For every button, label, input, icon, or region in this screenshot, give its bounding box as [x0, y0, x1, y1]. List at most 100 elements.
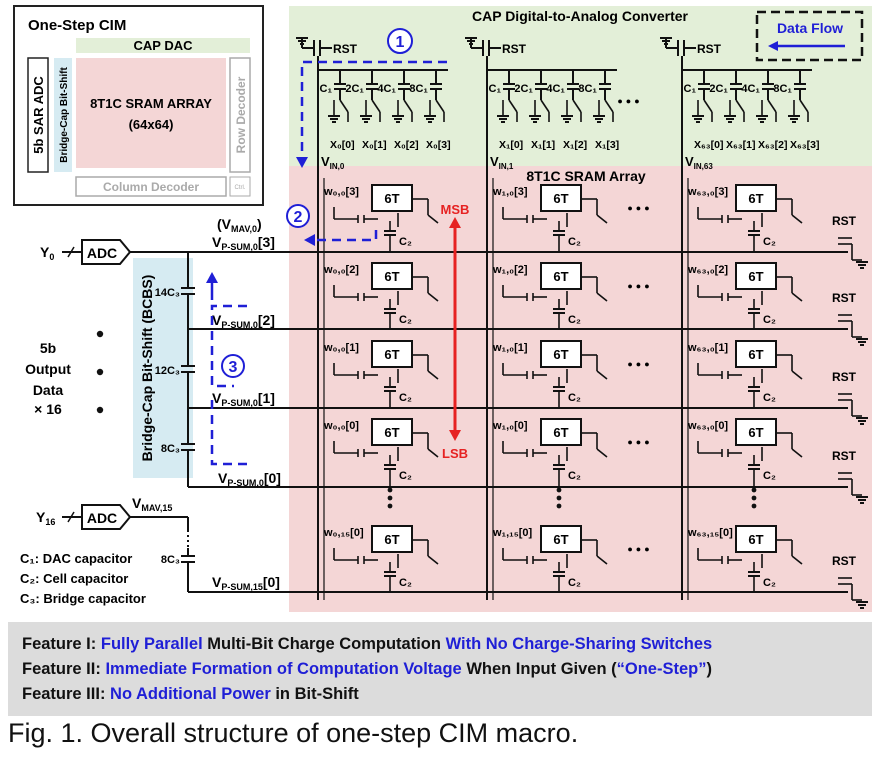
dac-cap-label: 8C₁ [578, 83, 597, 95]
overview-title: One-Step CIM [28, 17, 126, 34]
overview-ctrl: Ctrl. [235, 185, 246, 191]
dac-input-label: X₀[1] [362, 139, 387, 151]
dac-cap-label: 2C₁ [345, 83, 364, 95]
cell-cap-label: C₂ [763, 314, 776, 326]
weight-label: w₁,₀[2] [492, 264, 528, 276]
overview-cap-dac: CAP DAC [134, 38, 194, 53]
legend-c2: C₂: Cell capacitor [20, 571, 128, 586]
sram-cell: 6T w₆₃,₀[3] C₂ [687, 184, 803, 252]
cell-6t-label: 6T [384, 191, 399, 206]
feature-1-highlight: Fully Parallel [100, 635, 203, 653]
output-line2: Output [25, 361, 71, 377]
vpsum-0-2: VP-SUM,0[2] [212, 312, 275, 330]
row-dots: ●●● [627, 359, 652, 369]
weight-label: w₆₃,₀[2] [687, 264, 728, 276]
cell-6t-label: 6T [553, 269, 568, 284]
dac-rst-label: RST [697, 42, 722, 56]
row-rst-switch: RST [832, 291, 868, 346]
cell-6t-label: 6T [748, 269, 763, 284]
data-flow-arrows [210, 60, 447, 466]
dac-input-label: X₁[2] [563, 139, 587, 151]
bcbs-label: Bridge-Cap Bit-Shift (BCBS) [139, 275, 155, 462]
dac-cap-label: 4C₁ [377, 83, 396, 95]
vpsum-0-0: VP-SUM,0[0] [218, 470, 281, 488]
feature-1-highlight2: With No Charge-Sharing Switches [445, 635, 713, 653]
data-flow-heads [206, 157, 315, 283]
sram-cell: 6T w₆₃,₀[2] C₂ [687, 262, 803, 329]
step-1: 1 [396, 34, 405, 51]
feature-2-end: ) [706, 660, 712, 678]
column-dot [751, 495, 757, 501]
feature-2-mid: When Input Given ( [461, 660, 617, 678]
weight-label: w₁,₀[1] [492, 342, 528, 354]
vpsum-labels: VP-SUM,0[3] VP-SUM,0[2] VP-SUM,0[1] VP-S… [132, 216, 281, 592]
feature-3-mid: in Bit-Shift [270, 685, 359, 703]
weight-label: w₀,₀[1] [323, 342, 359, 354]
cell-cap-label: C₂ [399, 470, 412, 482]
dac-cap-label: 4C₁ [741, 83, 760, 95]
cell-cap-label: C₂ [399, 314, 412, 326]
dac-cap-label: C₁ [684, 83, 697, 95]
dac-input-label: X₆₃[0] [694, 139, 723, 151]
dac-input-label: X₀[0] [330, 139, 355, 151]
array-cells: 6Tw₀,₀[3]C₂6Tw₁,₀[3]C₂6Tw₆₃,₀[3]C₂RST●●●… [305, 170, 868, 609]
cell-6t-label: 6T [748, 425, 763, 440]
dac-cap-label: 2C₁ [514, 83, 533, 95]
vpsum-15-0: VP-SUM,15[0] [212, 574, 280, 592]
weight-label: w₆₃,₀[3] [687, 186, 728, 198]
figure-caption: Fig. 1. Overall structure of one-step CI… [8, 718, 579, 748]
weight-label: w₁,₁₅[0] [492, 527, 533, 539]
cell-6t-label: 6T [553, 532, 568, 547]
overview-row-decoder: Row Decoder [234, 76, 248, 153]
cell-cap-label: C₂ [763, 236, 776, 248]
row-dots: ●●● [627, 437, 652, 447]
weight-label: w₆₃,₀[0] [687, 420, 728, 432]
weight-label: w₁,₀[3] [492, 186, 528, 198]
cell-cap-label: C₂ [399, 392, 412, 404]
cell-cap-label: C₂ [568, 470, 581, 482]
dac-cap-label: 4C₁ [546, 83, 565, 95]
data-flow-label: Data Flow [777, 20, 843, 36]
lsb-label: LSB [442, 446, 468, 461]
overview-array-line1: 8T1C SRAM ARRAY [90, 96, 212, 111]
msb-label: MSB [441, 202, 470, 217]
row-dots: ●●● [627, 281, 652, 291]
column-dot [387, 487, 393, 493]
column-dot [387, 503, 393, 509]
legend-c3: C₃: Bridge capacitor [20, 591, 146, 606]
data-flow-legend: Data Flow [755, 10, 864, 62]
output-line3: Data [33, 382, 64, 398]
row-dots: ●●● [627, 203, 652, 213]
feature-3: Feature III: No Additional Power in Bit-… [22, 682, 872, 707]
adc-0: ADC Y0 [40, 239, 132, 265]
feature-1-prefix: Feature I: [22, 635, 101, 653]
row-rst-label: RST [832, 449, 857, 463]
adc-16-output: Y16 [36, 509, 55, 527]
row-rst-label: RST [832, 214, 857, 228]
bcbs-cap-8-15: 8C₃ [161, 554, 180, 566]
dac-cap-label: 8C₁ [409, 83, 428, 95]
cell-6t-label: 6T [748, 532, 763, 547]
cell-6t-label: 6T [384, 532, 399, 547]
vpsum-0-1: VP-SUM,0[1] [212, 390, 275, 408]
dac-cap-label: C₁ [489, 83, 502, 95]
dac-rst-label: RST [333, 42, 358, 56]
step-2: 2 [294, 209, 303, 226]
cell-6t-label: 6T [748, 191, 763, 206]
overview-bit-shift: Bridge-Cap Bit-Shift [59, 67, 70, 163]
row-rst-switch: RST [832, 214, 868, 269]
cell-cap-label: C₂ [763, 577, 776, 589]
features-box: Feature I: Fully Parallel Multi-Bit Char… [8, 622, 872, 716]
overview-col-decoder: Column Decoder [103, 180, 199, 194]
row-rst-label: RST [832, 291, 857, 305]
dac-region [289, 6, 872, 166]
dac-input-label: X₆₃[1] [726, 139, 755, 151]
cell-cap-label: C₂ [399, 577, 412, 589]
